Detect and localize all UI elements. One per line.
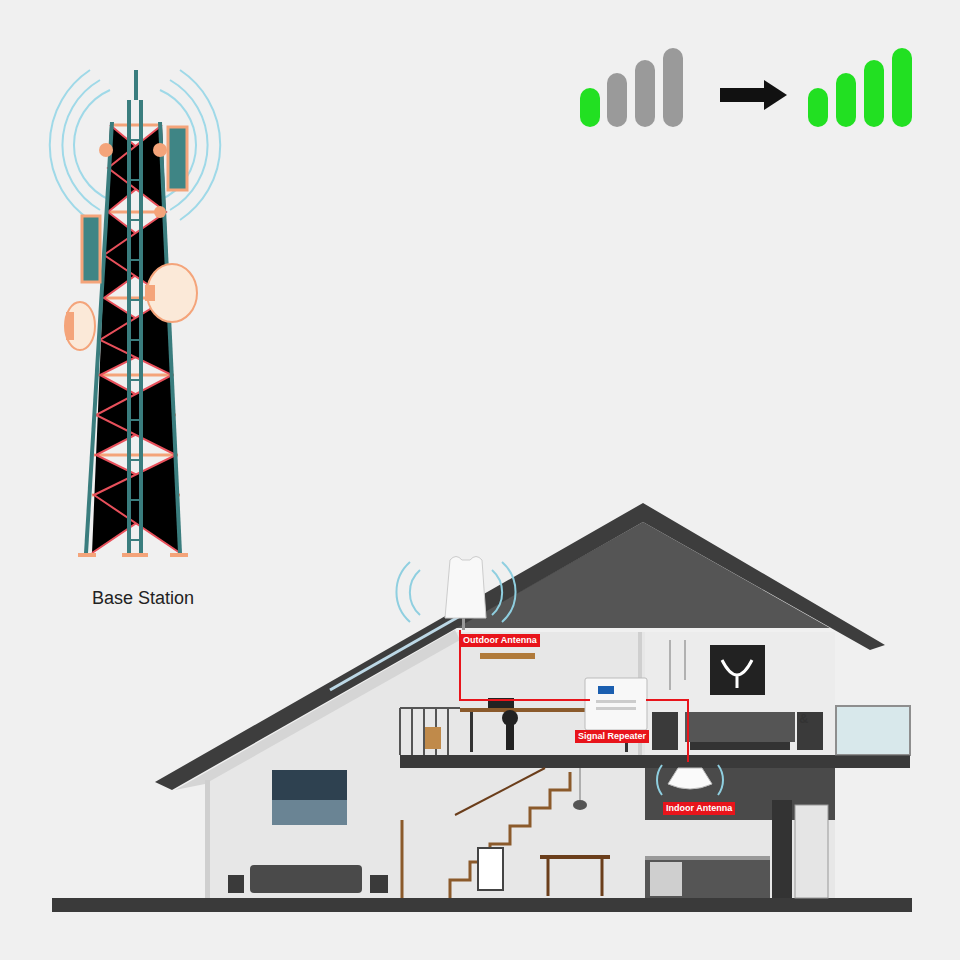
label-box: Outdoor Antenna <box>460 634 540 647</box>
house <box>52 503 912 912</box>
base-station-tower <box>65 70 197 557</box>
label-box: Indoor Antenna <box>663 802 735 815</box>
box-label: Indoor Antenna <box>666 803 732 813</box>
text-label: & <box>799 711 808 726</box>
signal-bars <box>580 48 912 127</box>
text-label: Base Station <box>92 588 194 609</box>
box-label: Outdoor Antenna <box>463 635 537 645</box>
box-label: Signal Repeater <box>578 731 646 741</box>
label-box: Signal Repeater <box>575 730 649 743</box>
